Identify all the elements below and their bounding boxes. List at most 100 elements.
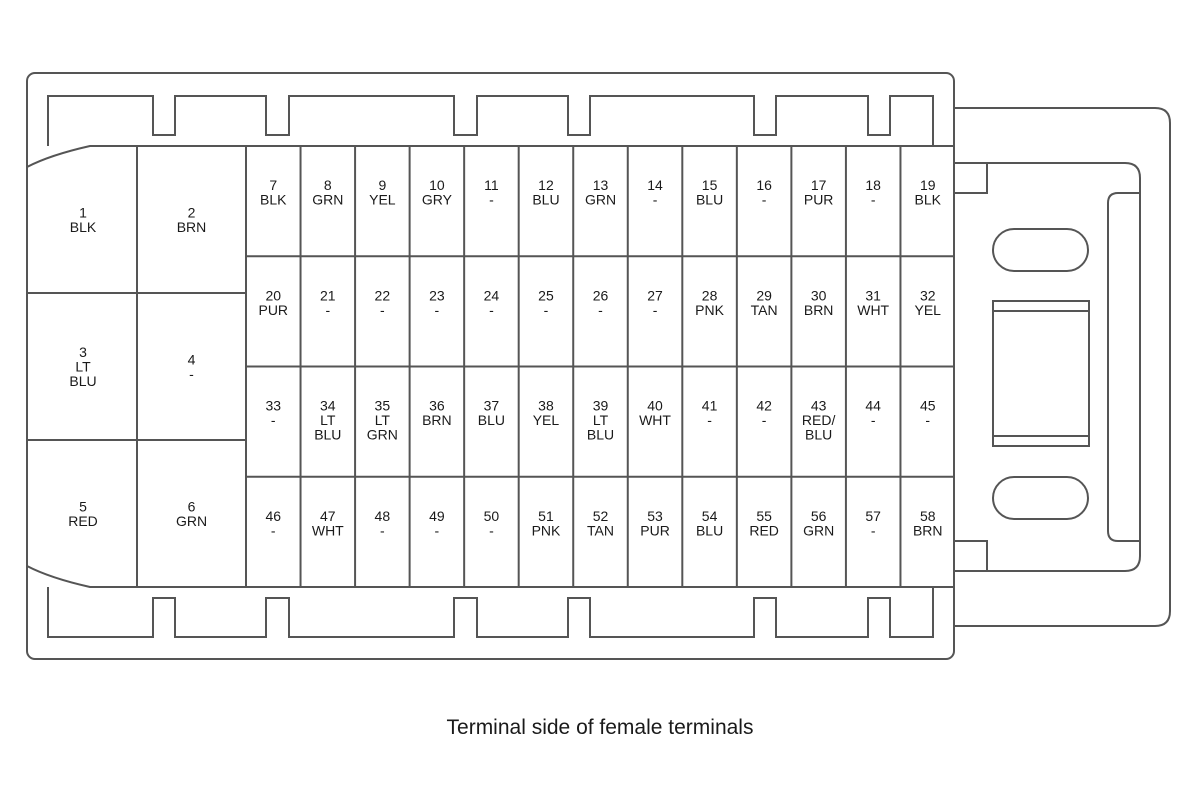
pin-26-label: 26- — [593, 287, 609, 318]
latch-rail-left — [954, 163, 988, 194]
pin-number: 32 — [920, 287, 936, 303]
pin-number: 13 — [593, 177, 609, 193]
wire-color: BLU — [696, 522, 723, 538]
pin-number: 11 — [484, 177, 499, 193]
latch-housing-outline — [954, 107, 1171, 627]
wire-color: - — [271, 412, 276, 428]
latch-tab-inner — [993, 310, 1089, 437]
large-cavity-grid — [27, 146, 246, 587]
wire-color: - — [544, 302, 549, 318]
wire-color: - — [707, 412, 712, 428]
pin-number: 24 — [484, 287, 500, 303]
pin-number: 52 — [593, 508, 609, 524]
pin-number: 51 — [538, 508, 554, 524]
wire-color: PUR — [640, 522, 670, 538]
wire-color: GRN — [585, 192, 616, 208]
pin-number: 4 — [188, 351, 196, 367]
wire-color: BLU — [532, 192, 559, 208]
pin-number: 35 — [375, 398, 391, 414]
pin-46-label: 46- — [265, 508, 281, 539]
pin-number: 33 — [265, 398, 281, 414]
pin-number: 50 — [484, 508, 500, 524]
pin-23-label: 23- — [429, 287, 445, 318]
wire-color: - — [380, 302, 385, 318]
wire-color: - — [489, 192, 494, 208]
pin-number: 57 — [865, 508, 881, 524]
wire-color: BLK — [914, 192, 941, 208]
latch-rail-left-bottom — [954, 540, 988, 571]
pin-41-label: 41- — [702, 398, 718, 429]
pin-number: 37 — [484, 398, 500, 414]
wire-color: YEL — [533, 412, 560, 428]
latch-rail-right — [1107, 192, 1140, 542]
pin-45-label: 45- — [920, 398, 936, 429]
wire-color: RED — [749, 522, 779, 538]
pin-48-label: 48- — [375, 508, 391, 539]
pin-number: 45 — [920, 398, 936, 414]
wire-color: GRN — [367, 427, 398, 443]
pin-number: 34 — [320, 398, 336, 414]
pin-number: 16 — [756, 177, 772, 193]
pin-number: 18 — [865, 177, 881, 193]
small-cavity-grid — [246, 145, 955, 588]
pin-number: 27 — [647, 287, 663, 303]
wire-color: - — [653, 192, 658, 208]
wire-color: LT — [320, 412, 336, 428]
wire-color: - — [271, 522, 276, 538]
pin-number: 14 — [647, 177, 663, 193]
pin-number: 43 — [811, 398, 827, 414]
pin-25-label: 25- — [538, 287, 554, 318]
wire-color: PNK — [695, 302, 724, 318]
wire-color: - — [489, 302, 494, 318]
pin-44-label: 44- — [865, 398, 881, 429]
latch-tab — [992, 300, 1090, 447]
pin-number: 10 — [429, 177, 445, 193]
pin-number: 53 — [647, 508, 663, 524]
latch-slot-bottom — [992, 476, 1089, 520]
latch-slot-top — [992, 228, 1089, 272]
pin-number: 55 — [756, 508, 772, 524]
pin-number: 23 — [429, 287, 445, 303]
connector-diagram: 1BLK2BRN3LTBLU4-5RED6GRN7BLK8GRN9YEL10GR… — [26, 72, 1171, 660]
pin-number: 22 — [375, 287, 391, 303]
wire-color: - — [380, 522, 385, 538]
wire-color: LT — [75, 359, 91, 375]
pin-number: 38 — [538, 398, 554, 414]
wire-color: GRN — [176, 513, 207, 529]
pin-number: 29 — [756, 287, 772, 303]
pin-number: 47 — [320, 508, 336, 524]
wire-color: BLK — [70, 219, 97, 235]
wire-color: - — [762, 412, 767, 428]
pin-4-label: 4- — [188, 351, 196, 382]
pin-number: 36 — [429, 398, 445, 414]
pin-27-label: 27- — [647, 287, 663, 318]
pin-number: 26 — [593, 287, 609, 303]
wire-color: WHT — [639, 412, 671, 428]
pin-number: 30 — [811, 287, 827, 303]
wire-color: PUR — [804, 192, 834, 208]
diagram-caption: Terminal side of female terminals — [446, 716, 754, 739]
pin-22-label: 22- — [375, 287, 391, 318]
pin-number: 28 — [702, 287, 718, 303]
pin-57-label: 57- — [865, 508, 881, 539]
